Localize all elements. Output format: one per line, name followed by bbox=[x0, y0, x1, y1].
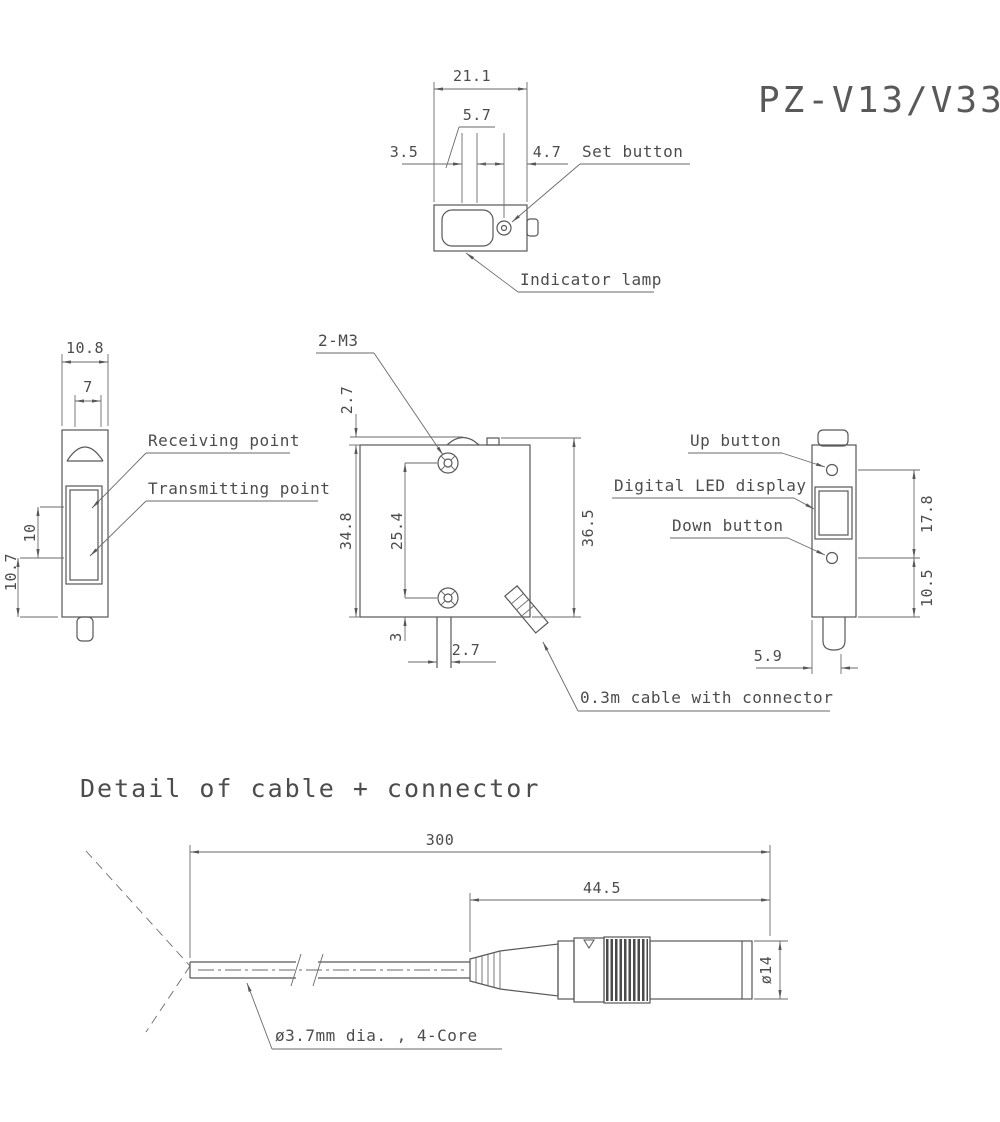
front-view: 2.7 34.8 25.4 3 2.7 36.5 2-M3 0.3m cable… bbox=[316, 331, 833, 712]
dim-left-offset: 3.5 bbox=[390, 143, 419, 161]
connector bbox=[469, 936, 753, 1004]
dim-button-span: 17.8 bbox=[918, 495, 936, 533]
led-display bbox=[814, 486, 853, 540]
dim-screw-pitch: 25.4 bbox=[388, 512, 406, 550]
dim-right-offset: 4.7 bbox=[533, 143, 562, 161]
lens-dome bbox=[66, 446, 104, 462]
down-button bbox=[825, 551, 839, 565]
cable-connector-stub bbox=[504, 585, 549, 634]
rear-top-tab bbox=[817, 429, 849, 447]
top-view: 21.1 5.7 3.5 4.7 Set button Indicator la… bbox=[390, 67, 690, 293]
up-button bbox=[825, 463, 839, 477]
led-display-inner bbox=[818, 490, 849, 536]
cable-label: 0.3m cable with connector bbox=[580, 688, 833, 707]
screw-label: 2-M3 bbox=[318, 331, 359, 350]
detail-title: Detail of cable + connector bbox=[80, 774, 540, 803]
side-bottom-tab bbox=[76, 616, 94, 642]
dim-top-width: 21.1 bbox=[453, 67, 491, 85]
dim-rear-bottom: 10.5 bbox=[918, 569, 936, 607]
connector-plug bbox=[649, 940, 753, 1000]
screw-hole-bottom bbox=[437, 587, 459, 609]
up-button-label: Up button bbox=[690, 431, 781, 450]
transmitting-point-label: Transmitting point bbox=[148, 479, 330, 498]
led-display-label: Digital LED display bbox=[614, 476, 807, 495]
indicator-lamp bbox=[441, 209, 494, 247]
indicator-lamp-label: Indicator lamp bbox=[520, 270, 662, 289]
dim-lens-width: 7 bbox=[83, 378, 93, 396]
dim-cable-length: 300 bbox=[426, 831, 455, 849]
cable bbox=[189, 953, 470, 987]
dim-connector-dia: ø14 bbox=[757, 956, 775, 985]
dim-total-height: 36.5 bbox=[579, 509, 597, 547]
rear-cable-stub bbox=[822, 617, 846, 651]
connector-collar bbox=[557, 940, 575, 1000]
rear-view-body bbox=[811, 444, 857, 618]
model-title: PZ-V13/V33 bbox=[758, 80, 1000, 121]
detail-view: Detail of cable + connector 300 44.5 bbox=[80, 774, 788, 1050]
dim-connector-length: 44.5 bbox=[583, 879, 621, 897]
dim-front-top: 2.7 bbox=[338, 386, 356, 415]
dim-bottom-offset: 3 bbox=[387, 632, 405, 642]
dim-rear-cable: 5.9 bbox=[754, 647, 783, 665]
receiving-point-label: Receiving point bbox=[148, 431, 300, 450]
cable-spec-label: ø3.7mm dia. , 4-Core bbox=[275, 1026, 478, 1045]
dim-depth: 10.8 bbox=[66, 339, 104, 357]
rear-view: Up button Digital LED display Down butto… bbox=[612, 429, 936, 674]
down-button-label: Down button bbox=[672, 516, 783, 535]
screw-hole-top bbox=[437, 452, 459, 474]
dim-cable-offset: 2.7 bbox=[452, 641, 481, 659]
orientation-mark bbox=[583, 939, 595, 949]
dim-side-bottom: 10.7 bbox=[2, 553, 20, 591]
dim-button-offset: 5.7 bbox=[463, 106, 492, 124]
lens-window-inner bbox=[69, 489, 99, 581]
front-top-notch bbox=[486, 437, 500, 446]
dim-point-gap: 10 bbox=[21, 523, 39, 542]
connector-boot bbox=[469, 943, 559, 997]
set-button-center bbox=[500, 224, 508, 232]
lens-window bbox=[65, 485, 103, 585]
top-side-tab bbox=[526, 218, 539, 237]
set-button bbox=[496, 220, 512, 236]
front-dome bbox=[446, 436, 480, 446]
set-button-label: Set button bbox=[582, 142, 683, 161]
side-view: 10.8 7 10 10.7 Receiving point Transmitt… bbox=[2, 339, 330, 642]
top-view-body bbox=[433, 204, 528, 252]
dim-front-height: 34.8 bbox=[337, 512, 355, 550]
front-view-body bbox=[359, 444, 531, 618]
